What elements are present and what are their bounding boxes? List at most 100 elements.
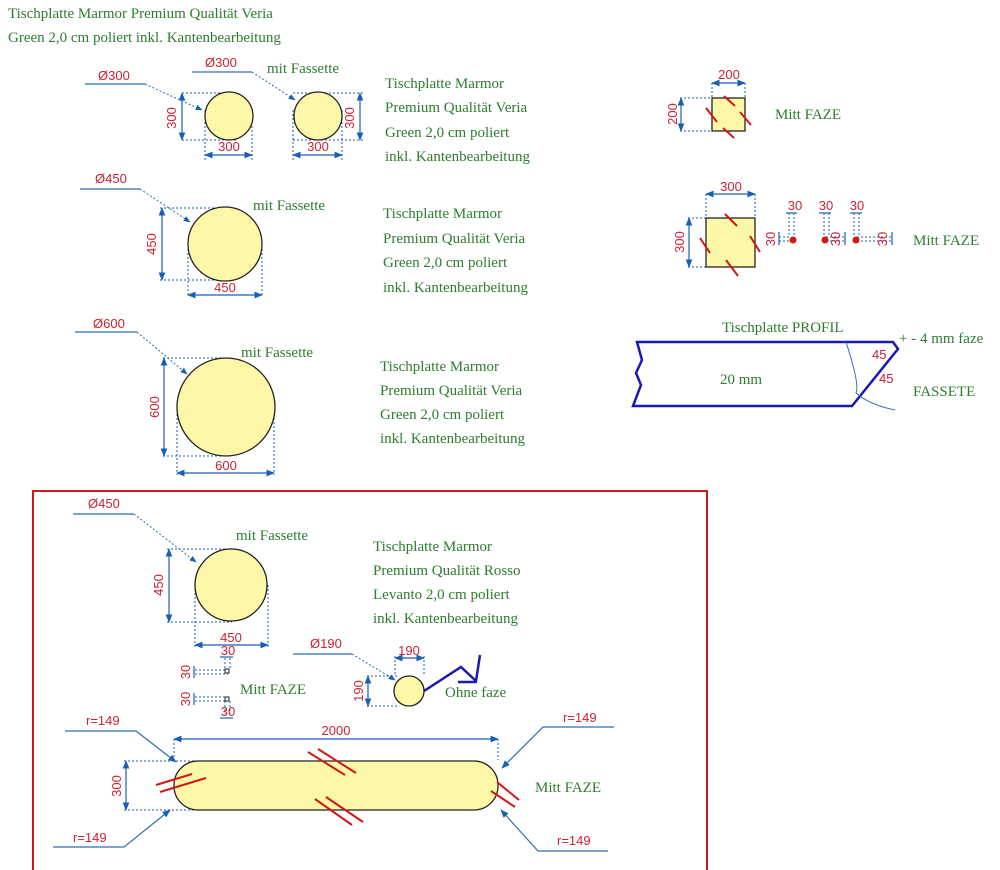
note-line: Premium Qualität Veria <box>383 231 526 247</box>
extension-lines <box>823 213 845 242</box>
note-line: inkl. Kantenbearbeitung <box>380 431 525 447</box>
dim-label: 30 <box>178 692 193 706</box>
fassete-label: FASSETE <box>913 384 975 400</box>
diameter-label: Ø450 <box>95 171 127 186</box>
square-200: 200 200 Mitt FAZE <box>665 67 841 139</box>
small-detail: 30 30 30 30 Mitt FAZE <box>178 643 306 719</box>
detail-1: 30 30 <box>763 198 802 246</box>
corner-marker <box>224 696 230 702</box>
note-line: Green 2,0 cm poliert <box>385 125 510 141</box>
mit-fassette-label: mit Fassette <box>267 61 339 77</box>
mitt-faze-label: Mitt FAZE <box>535 780 601 796</box>
dim-label: 30 <box>221 643 235 658</box>
diameter-label: Ø190 <box>310 636 342 651</box>
faze-marks <box>705 95 752 139</box>
note-line: Tischplatte Marmor <box>385 76 504 92</box>
mit-fassette-label: mit Fassette <box>253 198 325 214</box>
ohne-faze-indicator <box>423 654 482 693</box>
radius-label-br: r=149 <box>557 833 591 848</box>
note-line: Tischplatte Marmor <box>380 359 499 375</box>
angle-arc <box>845 341 896 411</box>
width-label: 450 <box>220 630 242 645</box>
mitt-faze-label: Mitt FAZE <box>240 682 306 698</box>
note-veria-1: Tischplatte Marmor Premium Qualität Veri… <box>385 76 530 165</box>
corner-marker <box>224 668 230 674</box>
mitt-faze-label: Mitt FAZE <box>913 233 979 249</box>
radius-label-bl: r=149 <box>73 830 107 845</box>
leader-arrow <box>251 71 296 101</box>
extension-lines <box>163 357 275 475</box>
diameter-label: Ø600 <box>93 316 125 331</box>
leader-br <box>500 809 608 852</box>
height-label: 190 <box>351 680 366 702</box>
dim-label: 30 <box>819 198 833 213</box>
header-line-2: Green 2,0 cm poliert inkl. Kantenbearbei… <box>8 30 281 46</box>
square-part <box>711 97 746 132</box>
ohne-faze-label: Ohne faze <box>445 685 507 701</box>
highlight-frame <box>32 490 708 870</box>
circle-600: Ø600 600 600 mit Fassette <box>75 316 313 477</box>
width-label: 450 <box>214 280 236 295</box>
mit-fassette-label: mit Fassette <box>241 345 313 361</box>
height-label: 600 <box>147 396 162 418</box>
leader-bl <box>53 809 171 848</box>
note-line: inkl. Kantenbearbeitung <box>373 611 518 627</box>
leader-tr <box>501 726 614 769</box>
note-line: Premium Qualität Veria <box>385 100 528 116</box>
leader-arrow <box>133 513 197 563</box>
extension-lines <box>688 194 756 268</box>
width-label: 300 <box>218 139 240 154</box>
radius-label-tr: r=149 <box>563 710 597 725</box>
height-label: 450 <box>144 233 159 255</box>
faze-point <box>821 236 829 244</box>
dim-label: 30 <box>828 232 843 246</box>
radius-label-tl: r=149 <box>86 713 120 728</box>
note-line: inkl. Kantenbearbeitung <box>385 149 530 165</box>
circle-300-a: Ø300 300 300 <box>85 68 254 160</box>
header-line-1: Tischplatte Marmor Premium Qualität Veri… <box>8 6 273 22</box>
note-line: Premium Qualität Veria <box>380 383 523 399</box>
mit-fassette-label: mit Fassette <box>236 528 308 544</box>
dim-label: 30 <box>788 198 802 213</box>
circle-part <box>176 357 276 457</box>
height-label: 300 <box>109 775 124 797</box>
note-line: Green 2,0 cm poliert <box>380 407 505 423</box>
leader-arrow <box>136 331 188 375</box>
circle-part <box>204 91 254 141</box>
profile-title: Tischplatte PROFIL <box>722 320 844 336</box>
faze-details: 30 30 30 30 30 30 Mitt FAZE <box>763 198 979 249</box>
circle-part <box>393 675 425 707</box>
note-line: Premium Qualität Rosso <box>373 563 521 579</box>
square-300: 300 300 <box>672 179 761 277</box>
dim-label: 30 <box>850 198 864 213</box>
slot-2000: 2000 300 r=149 r=149 r=149 r=149 Mitt FA… <box>53 710 614 852</box>
diameter-label: Ø450 <box>88 496 120 511</box>
height-label: 300 <box>342 107 357 129</box>
height-label: 300 <box>672 231 687 253</box>
detail-2: 30 30 <box>819 198 846 246</box>
width-label: 600 <box>215 458 237 473</box>
leader-arrow <box>139 188 191 223</box>
angle-2-label: 45 <box>879 371 893 386</box>
diameter-label: Ø300 <box>205 55 237 70</box>
circle-part <box>187 206 263 282</box>
note-veria-3: Tischplatte Marmor Premium Qualität Veri… <box>380 359 525 447</box>
height-label: 300 <box>164 107 179 129</box>
circle-450-rosso: Ø450 450 450 mit Fassette <box>73 496 308 649</box>
faze-marks <box>155 748 520 826</box>
extension-lines <box>853 213 892 242</box>
faze-point <box>789 236 797 244</box>
faze-point <box>852 236 860 244</box>
leader-tl <box>65 730 177 763</box>
note-line: Levanto 2,0 cm poliert <box>373 587 510 603</box>
width-label: 200 <box>718 67 740 82</box>
profile-section: Tischplatte PROFIL 20 mm + - 4 mm faze 4… <box>631 320 984 411</box>
circle-300-b: Ø300 300 300 mit Fassette <box>192 55 364 160</box>
circle-part <box>293 91 343 141</box>
extension-lines <box>779 213 795 242</box>
faze-label: + - 4 mm faze <box>899 331 984 347</box>
diameter-label: Ø300 <box>98 68 130 83</box>
note-line: Tischplatte Marmor <box>383 206 502 222</box>
dim-label: 30 <box>763 232 778 246</box>
